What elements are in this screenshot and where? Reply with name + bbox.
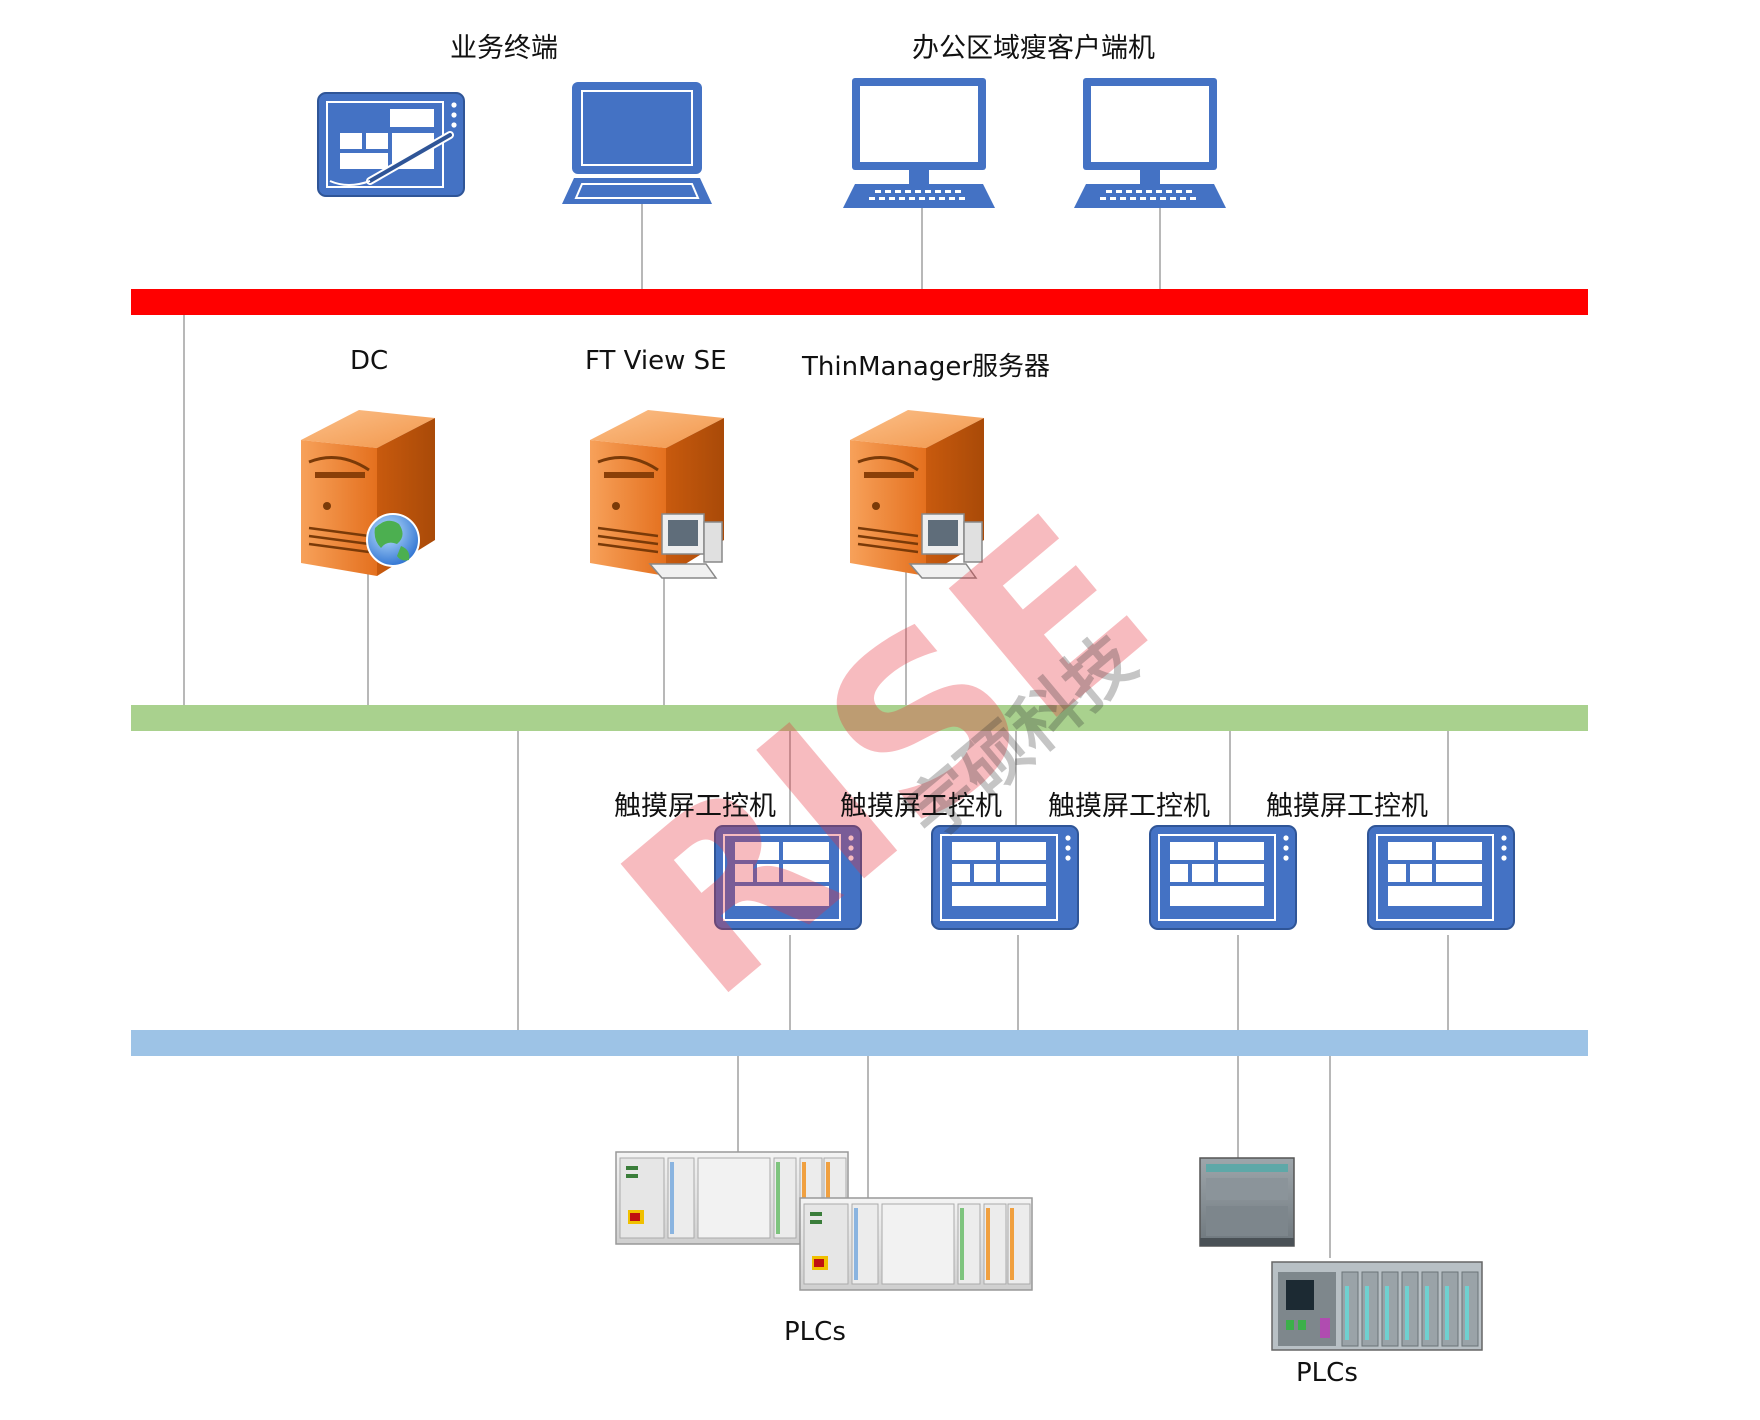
plc-rack-icon [799, 1197, 1033, 1291]
touch-panel-icon [1367, 825, 1515, 930]
dc-server-icon [301, 410, 435, 576]
ftview-server-icon [590, 410, 724, 579]
modular-plc-icon [1271, 1261, 1483, 1351]
touch-panel-icon [931, 825, 1079, 930]
group-label-business-terminal: 业务终端 [450, 33, 558, 64]
server-label-dc: DC [350, 346, 389, 376]
server-label-thinmanager: ThinManager服务器 [802, 352, 1051, 382]
panel-label: 触摸屏工控机 [1266, 791, 1428, 822]
touch-panel-icon [1149, 825, 1297, 930]
connection-lines [183, 202, 1449, 1258]
plc-label-left: PLCs [784, 1317, 846, 1347]
compact-plc-icon [1199, 1157, 1295, 1247]
workstation-icon [908, 513, 983, 579]
tablet-terminal-icon [317, 92, 465, 197]
group-label-office-thin-client: 办公区域瘦客户端机 [912, 33, 1155, 64]
green-network-bar [131, 705, 1588, 731]
workstation-icon [648, 513, 723, 579]
panel-label: 触摸屏工控机 [614, 791, 776, 822]
desktop-computer-icon [843, 78, 995, 208]
thinmanager-server-icon [850, 410, 984, 579]
panel-label: 触摸屏工控机 [840, 791, 1002, 822]
panel-label: 触摸屏工控机 [1048, 791, 1210, 822]
blue-network-bar [131, 1030, 1588, 1056]
desktop-computer-icon [1074, 78, 1226, 208]
touch-panel-icon [714, 825, 862, 930]
plc-label-right: PLCs [1296, 1358, 1358, 1388]
red-network-bar [131, 289, 1588, 315]
laptop-icon [562, 82, 712, 204]
server-label-ftview: FT View SE [585, 346, 727, 376]
